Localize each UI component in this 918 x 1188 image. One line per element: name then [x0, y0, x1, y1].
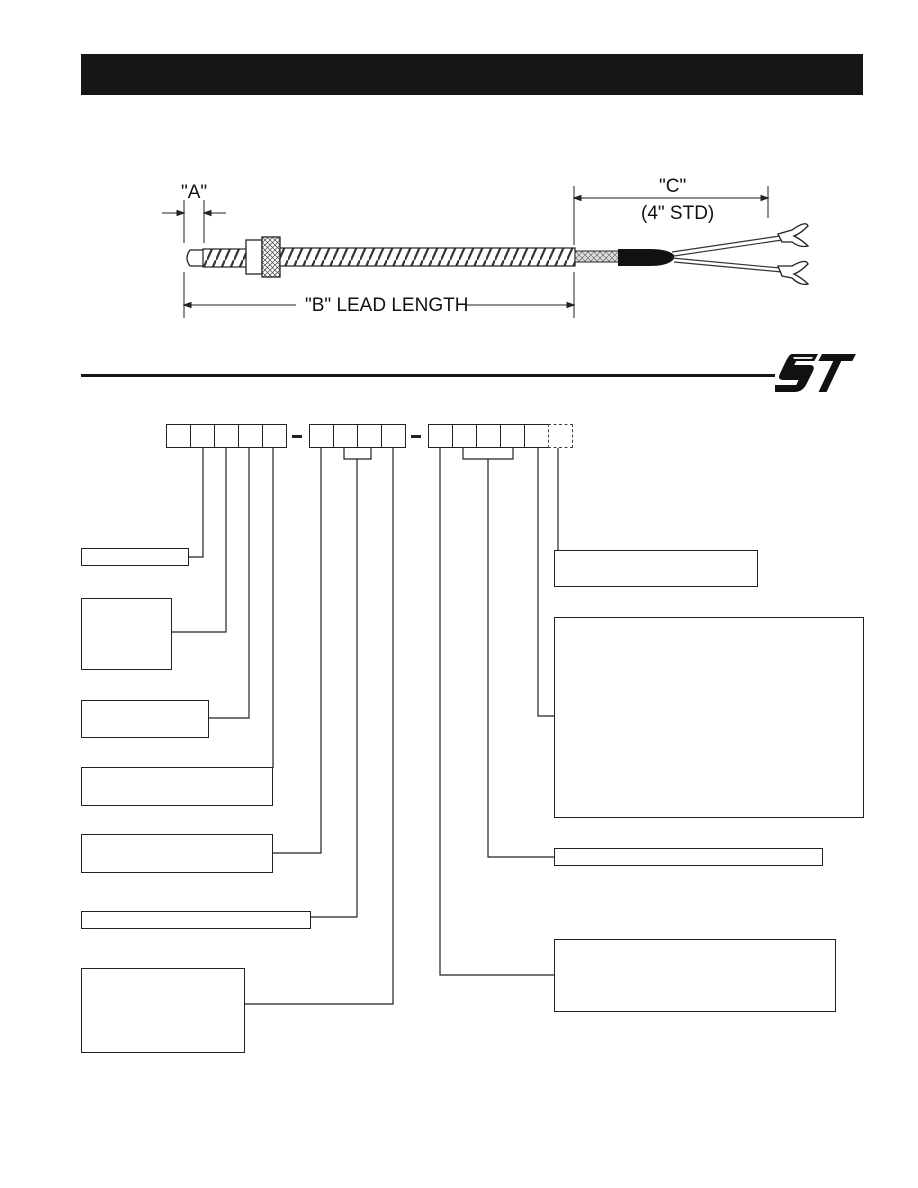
callout-box-5 — [81, 834, 273, 873]
callout-box-6 — [81, 911, 311, 929]
pn-cell-7[interactable] — [333, 424, 358, 448]
spade-terminal-upper — [777, 223, 810, 248]
callout-box-3 — [81, 700, 209, 738]
pn-cell-9[interactable] — [381, 424, 406, 448]
dim-c-note: (4" STD) — [641, 203, 715, 224]
pn-cell-10[interactable] — [428, 424, 453, 448]
pn-cell-8[interactable] — [357, 424, 382, 448]
dim-a — [162, 200, 226, 243]
callout-box-1 — [81, 548, 189, 566]
callout-box-9 — [554, 617, 864, 818]
callout-box-7 — [81, 968, 245, 1053]
lead-wires — [671, 235, 783, 273]
pn-cell-2[interactable] — [190, 424, 215, 448]
pn-cell-11[interactable] — [452, 424, 477, 448]
dim-b-label: "B" LEAD LENGTH — [305, 295, 469, 316]
pn-cell-3[interactable] — [214, 424, 239, 448]
dim-a-label: "A" — [181, 182, 208, 203]
pn-separator-1 — [292, 435, 302, 438]
section-divider — [81, 374, 859, 377]
dim-b — [182, 272, 576, 318]
pn-separator-2 — [411, 435, 421, 438]
spade-terminal-lower — [777, 260, 810, 286]
callout-box-10 — [554, 848, 823, 866]
callout-box-8 — [554, 550, 758, 587]
callout-box-11 — [554, 939, 836, 1012]
pn-cell-optional[interactable] — [548, 424, 573, 448]
sensor-drawing — [162, 186, 810, 318]
pn-cell-5[interactable] — [262, 424, 287, 448]
pn-cell-13[interactable] — [500, 424, 525, 448]
header-bar — [81, 54, 863, 95]
dim-c — [572, 186, 770, 245]
callout-box-2 — [81, 598, 172, 670]
callout-box-4 — [81, 767, 273, 806]
st-logo: ST — [775, 354, 865, 392]
dim-c-label: "C" — [659, 176, 687, 197]
heat-shrink — [618, 249, 674, 266]
